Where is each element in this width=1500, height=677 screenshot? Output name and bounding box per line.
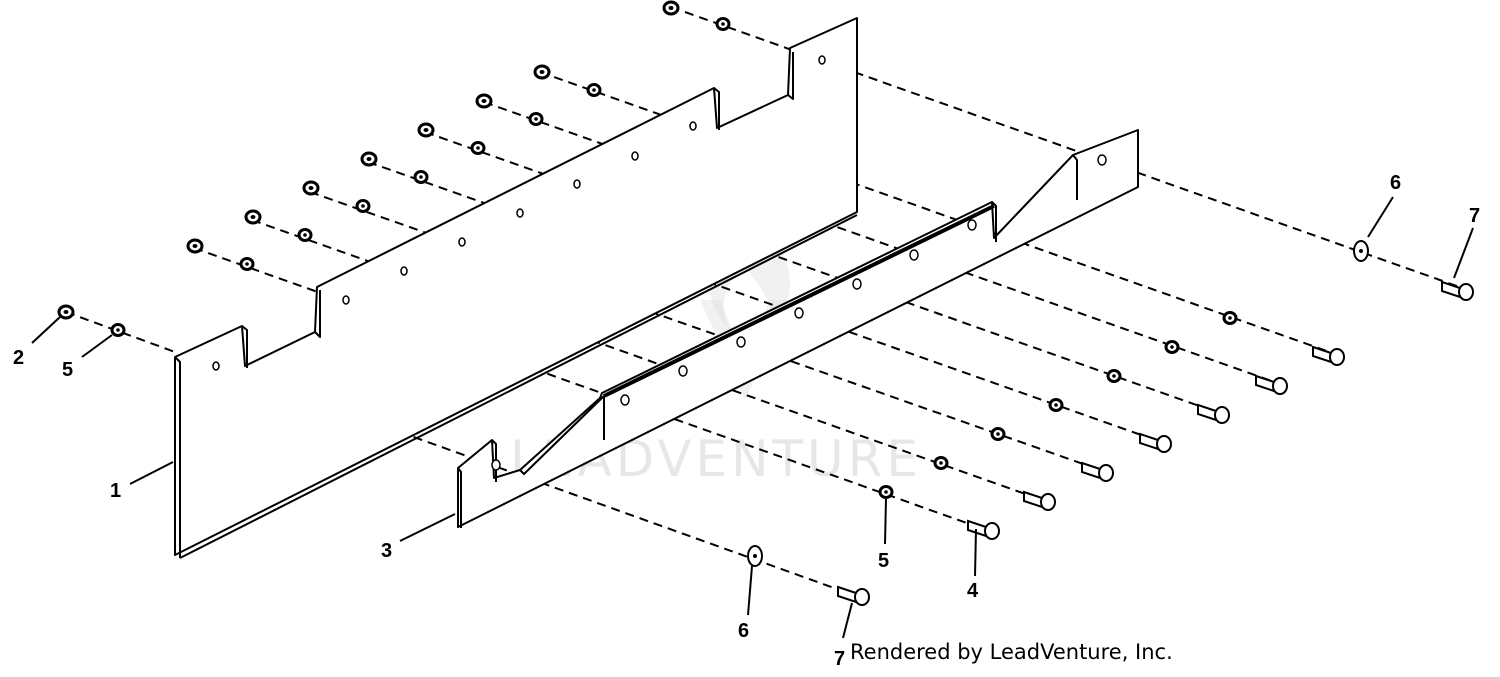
- callout-part-4: 4: [967, 580, 979, 602]
- callout-part-2: 2: [13, 347, 24, 369]
- lock-washer-icon: [933, 456, 949, 470]
- callout-part-5-left: 5: [62, 359, 73, 381]
- nut-icon: [244, 209, 262, 225]
- nut-icon: [533, 64, 551, 80]
- lock-washer-icon: [470, 141, 486, 155]
- bolt-icon: [1197, 403, 1230, 424]
- callout-part-6-bottom: 6: [738, 620, 749, 642]
- rendered-by-credit: Rendered by LeadVenture, Inc.: [850, 640, 1173, 664]
- lock-washer-icon: [413, 170, 429, 184]
- lock-washer-icon: [878, 485, 894, 499]
- lock-washer-icon: [1106, 369, 1122, 383]
- callout-part-3: 3: [381, 540, 392, 562]
- lock-washer-icon: [1222, 311, 1238, 325]
- mounting-holes: [212, 55, 1107, 471]
- lock-washer-icon: [586, 83, 602, 97]
- bracket-part-3: [457, 129, 1139, 528]
- nut-icon: [302, 180, 320, 196]
- flat-washers-part-6: [747, 240, 1369, 567]
- bolt-icon: [837, 585, 870, 606]
- flat-washer-icon: [1353, 240, 1369, 262]
- nut-icon: [186, 238, 204, 254]
- nut-icon: [417, 122, 435, 138]
- leader-lines: [31, 196, 1474, 639]
- lock-washer-icon: [715, 17, 731, 31]
- bolt-icon: [1081, 461, 1114, 482]
- lock-washer-icon: [1164, 340, 1180, 354]
- nut-icon: [662, 0, 680, 16]
- callout-part-7-bottom: 7: [834, 648, 845, 670]
- lock-washer-icon: [355, 199, 371, 213]
- lock-washers-part-5: [110, 17, 1238, 499]
- callout-labels: 2 5 1 3 5 4 6 7 6 7: [13, 172, 1480, 670]
- nut-icon: [475, 93, 493, 109]
- bolt-icon: [1441, 280, 1474, 301]
- nut-icon: [57, 304, 75, 320]
- callout-part-7-right: 7: [1469, 205, 1480, 227]
- lock-washer-icon: [990, 427, 1006, 441]
- nuts-part-2: [57, 0, 680, 320]
- lock-washer-icon: [110, 323, 126, 337]
- bracket-part-1: [174, 17, 858, 559]
- nut-icon: [360, 151, 378, 167]
- callout-part-6-right: 6: [1390, 172, 1401, 194]
- lock-washer-icon: [297, 228, 313, 242]
- bolt-icon: [967, 519, 1000, 540]
- bolt-icon: [1139, 432, 1172, 453]
- bolt-icon: [1023, 490, 1056, 511]
- lock-washer-icon: [528, 112, 544, 126]
- flat-washer-icon: [747, 545, 763, 567]
- lock-washer-icon: [239, 257, 255, 271]
- bolt-icon: [1312, 345, 1345, 366]
- bolt-icon: [1255, 374, 1288, 395]
- lock-washer-icon: [1048, 398, 1064, 412]
- callout-part-1: 1: [110, 480, 121, 502]
- callout-part-5-right: 5: [878, 550, 889, 572]
- bolts: [837, 280, 1474, 606]
